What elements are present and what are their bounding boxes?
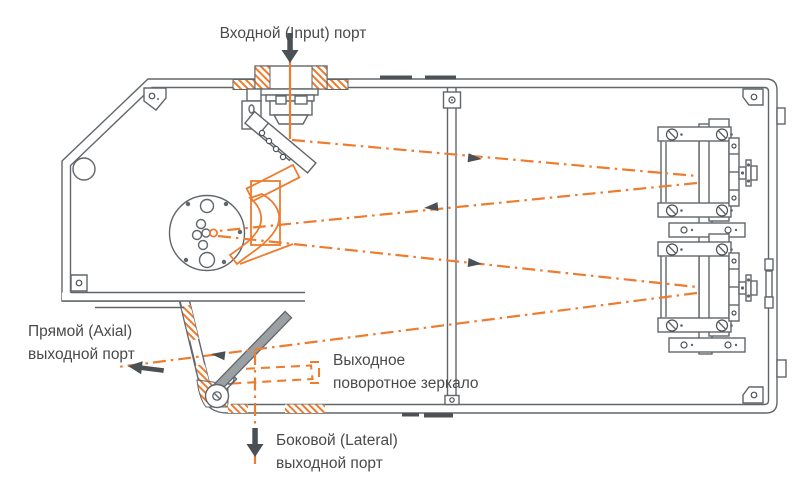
direction-arrow xyxy=(246,428,264,457)
label-axial-port-line2: выходной порт xyxy=(28,346,135,363)
wall-tab xyxy=(776,359,787,378)
bottom-wall-hatch xyxy=(285,404,325,413)
bottom-wall-hatch xyxy=(228,404,248,413)
wall-boss xyxy=(72,157,96,181)
label-turning-mirror-line1: Выходное xyxy=(333,352,405,369)
enclosure-inner-wall xyxy=(69,86,770,406)
label-input-port: Входной (Input) порт xyxy=(220,25,367,42)
direction-arrow xyxy=(211,351,226,361)
seal-strip xyxy=(424,413,453,418)
flip-mirror-parked-outline xyxy=(229,364,314,385)
seal-strip xyxy=(425,75,456,80)
corner-bracket xyxy=(742,88,764,106)
flange-wing xyxy=(325,79,349,90)
corner-bracket xyxy=(742,386,764,404)
label-lateral-port-line2: выходной порт xyxy=(276,455,383,472)
beam-segment xyxy=(217,234,698,289)
corner-bracket xyxy=(70,274,88,292)
wall-hinge xyxy=(764,258,774,309)
rotary-mount-plate xyxy=(168,194,246,272)
field-mirror-bracket xyxy=(228,163,301,266)
wall-tab xyxy=(776,107,786,125)
flange-wing xyxy=(232,79,256,90)
beam-focus-point xyxy=(208,228,218,238)
label-lateral-port-line1: Боковой (Lateral) xyxy=(276,432,398,449)
label-turning-mirror-line2: поворотное зеркало xyxy=(333,375,479,392)
seal-strip xyxy=(402,413,419,417)
seal-strip xyxy=(380,75,412,80)
chamber-floor xyxy=(62,291,305,309)
direction-arrow xyxy=(467,258,482,267)
output-flip-mirror xyxy=(204,310,321,409)
direction-arrow xyxy=(128,361,164,375)
input-port-assembly xyxy=(232,65,349,174)
corner-bracket xyxy=(143,87,167,111)
input-fold-mirror xyxy=(243,110,317,174)
direction-arrow xyxy=(467,153,482,163)
direction-arrow xyxy=(424,202,439,211)
label-axial-port-line1: Прямой (Axial) xyxy=(28,323,132,340)
beam-arrow-layer xyxy=(128,33,482,457)
divider-wall xyxy=(442,88,462,406)
beam-segment xyxy=(291,138,698,178)
direction-arrow xyxy=(281,33,299,63)
beam-segment xyxy=(217,181,698,233)
labels: Входной (Input) порт Прямой (Axial) выхо… xyxy=(28,25,479,472)
